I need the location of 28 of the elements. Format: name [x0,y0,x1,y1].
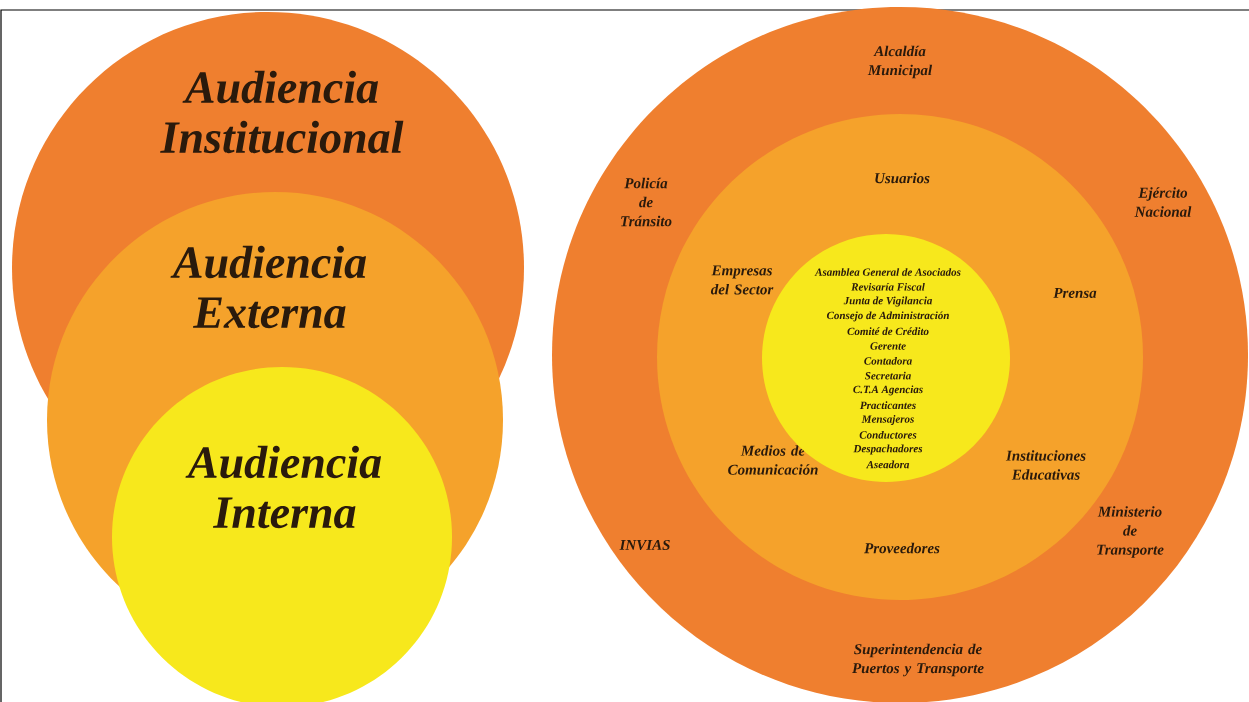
member-label: Junta de Vigilancia [843,296,933,307]
circle-label: Usuarios [875,172,930,184]
member-label: Gerente [870,342,906,350]
circle-label: Superintendencia de Puertos y Transporte [852,643,984,677]
circle-label: Ejército Nacional [1134,187,1192,217]
circle-title: Audiencia Interna [185,445,382,529]
member-label: Consejo de Administración [826,311,949,322]
circle-label: Alcaldía Municipal [867,45,933,79]
member-label: Aseadora [866,460,910,469]
member-label: Contadora [864,356,912,365]
circle-label: Empresas del Sector [710,265,774,295]
circle-label: Proveedores [864,542,940,554]
member-label: Despachadores [853,444,923,455]
circle-label: Ministerio de Transporte [1097,506,1164,558]
circle-label: Instituciones Educativas [1005,450,1086,480]
member-label: C.T.A Agencias [853,385,923,396]
member-label: Secretaria [865,371,911,380]
member-label: Mensajeros [861,415,914,425]
circle-title: Audiencia Institucional [160,70,404,154]
member-label: Practicantes [859,401,916,410]
member-label: Asamblea General de Asociados [814,268,961,276]
member-label: Conductores [859,430,917,439]
circle-label: Policía de Tránsito [621,177,672,227]
circle-label: INVIAS [619,539,670,551]
circle-label: Prensa [1053,288,1097,298]
member-label: Comité de Crédito [847,327,929,336]
circle-title: Audiencia Externa [170,245,367,329]
member-label: Revisaría Fiscal [851,282,925,291]
